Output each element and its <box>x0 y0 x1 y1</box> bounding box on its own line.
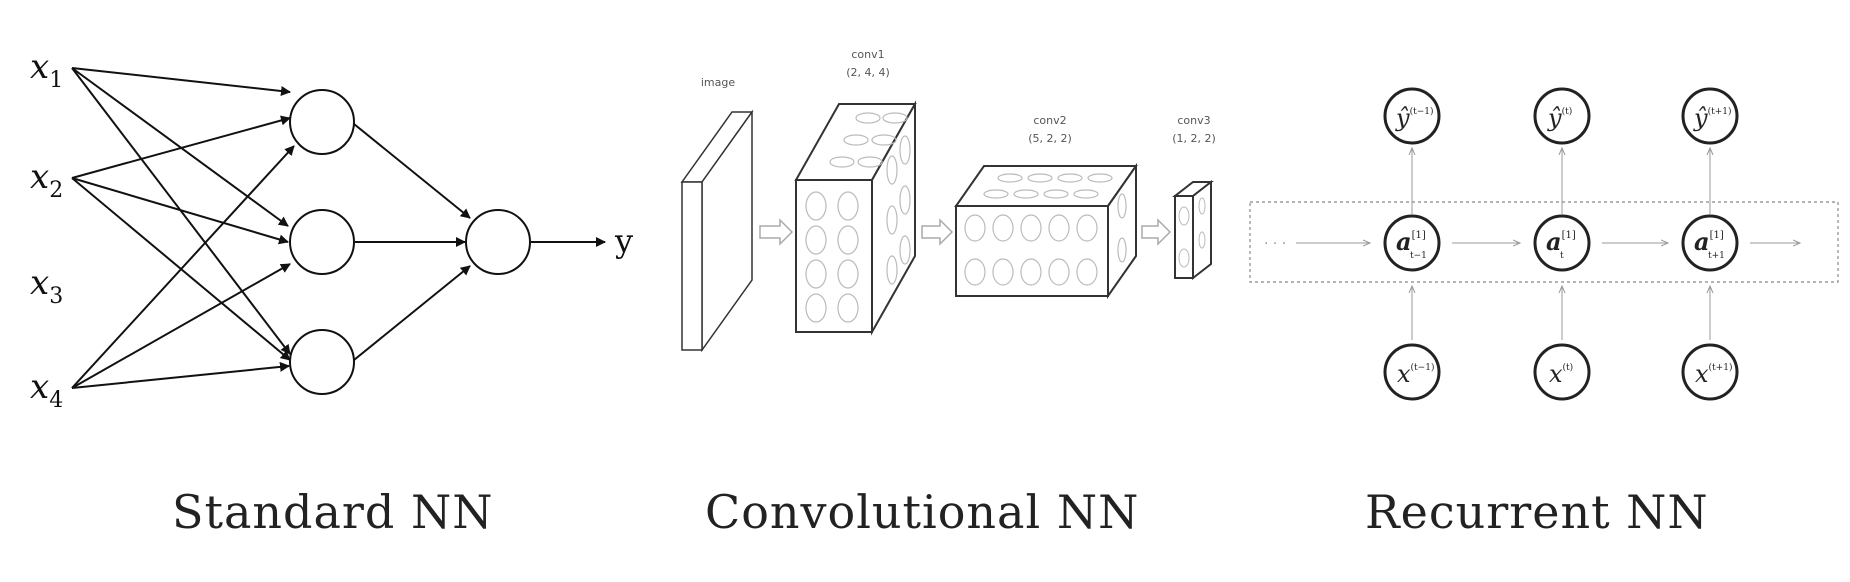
standard-nn-edges <box>71 67 606 389</box>
arrow-image-to-conv1 <box>759 218 794 246</box>
rnn-output-node-1 <box>1383 87 1441 145</box>
input-label-x3: x3 <box>30 263 63 309</box>
conv1-dims: (2, 4, 4) <box>846 66 890 79</box>
standard-nn-caption: Standard NN <box>172 485 494 539</box>
conv2-dims: (5, 2, 2) <box>1028 132 1072 145</box>
output-label-y: y <box>614 222 633 260</box>
rnn-input-node-1 <box>1383 343 1441 401</box>
standard-nn-panel: x1 x2 x3 x4 y <box>30 47 633 413</box>
rnn-connections <box>1296 148 1800 340</box>
convolutional-nn-caption: Convolutional NN <box>705 485 1140 539</box>
conv3-block <box>1172 179 1214 281</box>
recurrent-nn-caption: Recurrent NN <box>1365 485 1709 539</box>
hidden-neuron-3 <box>289 329 355 395</box>
conv2-block <box>954 162 1138 300</box>
recurrent-nn-panel: · · · <box>1249 87 1839 401</box>
conv3-name: conv3 <box>1177 114 1210 127</box>
rnn-output-label-3: ŷ(t+1) <box>1693 104 1731 132</box>
rnn-output-label-2: ŷ(t) <box>1547 104 1572 132</box>
rnn-hidden-sub-1: t−1 <box>1410 251 1427 261</box>
arrow-conv2-to-conv3 <box>1141 218 1172 246</box>
rnn-hidden-layer-box <box>1249 201 1839 283</box>
rnn-hidden-label-3: a[1] <box>1694 227 1724 256</box>
output-neuron <box>465 209 531 275</box>
arrow-conv1-to-conv2 <box>921 218 954 246</box>
rnn-hidden-sub-2: t <box>1560 251 1564 261</box>
rnn-hidden-node-2 <box>1533 214 1591 272</box>
rnn-hidden-sub-3: t+1 <box>1708 251 1725 261</box>
rnn-hidden-node-1 <box>1383 214 1441 272</box>
conv1-name: conv1 <box>851 48 884 61</box>
input-label-x1: x1 <box>30 47 63 93</box>
rnn-input-node-2 <box>1533 343 1591 401</box>
hidden-neuron-1 <box>289 89 355 155</box>
conv3-dims: (1, 2, 2) <box>1172 132 1216 145</box>
rnn-input-node-3 <box>1681 343 1739 401</box>
rnn-output-node-3 <box>1681 87 1739 145</box>
rnn-hidden-node-3 <box>1681 214 1739 272</box>
rnn-input-label-2: x(t) <box>1549 360 1573 388</box>
rnn-ellipsis: · · · <box>1264 236 1286 252</box>
conv2-name: conv2 <box>1033 114 1066 127</box>
rnn-hidden-label-1: a[1] <box>1396 227 1426 256</box>
conv1-block <box>794 100 917 336</box>
convolutional-nn-panel: image conv1 (2, 4, 4) <box>680 48 1216 353</box>
input-label-x2: x2 <box>30 157 63 203</box>
rnn-output-label-1: ŷ(t−1) <box>1395 104 1433 132</box>
image-label: image <box>701 76 735 89</box>
rnn-input-label-1: x(t−1) <box>1397 360 1434 388</box>
input-label-x4: x4 <box>30 367 63 413</box>
image-input-slab <box>680 109 754 353</box>
rnn-hidden-label-2: a[1] <box>1546 227 1576 256</box>
rnn-input-label-3: x(t+1) <box>1695 360 1732 388</box>
rnn-output-node-2 <box>1533 87 1591 145</box>
hidden-neuron-2 <box>289 209 355 275</box>
